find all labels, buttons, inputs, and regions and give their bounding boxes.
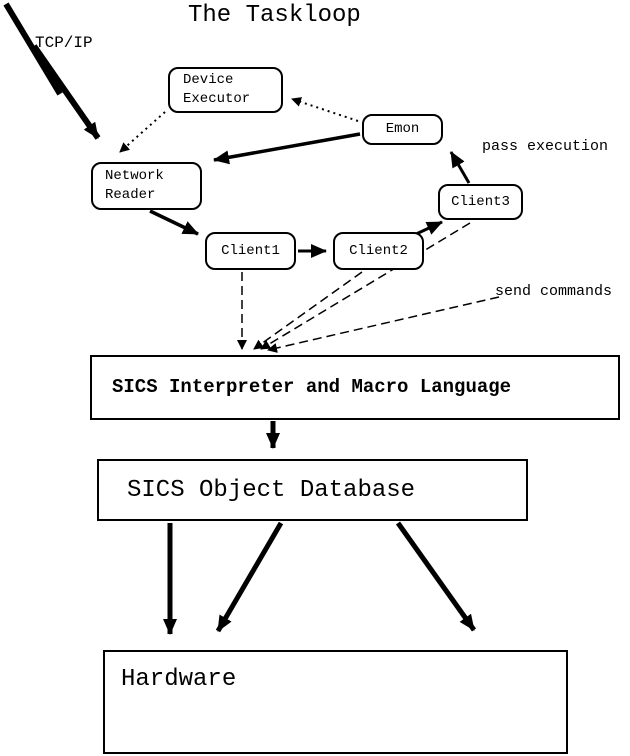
node-network-reader: Network Reader: [91, 162, 202, 210]
node-network-reader-line2: Reader: [105, 187, 156, 203]
node-sics-object-database-label: SICS Object Database: [127, 476, 416, 504]
node-device-executor-line1: Device: [183, 72, 234, 88]
arrow-client3-to-emon-pass-execution: [449, 151, 471, 184]
arrow-send-commands-to-interpreter: [267, 296, 500, 353]
node-client3-label: Client3: [451, 193, 510, 210]
arrow-network-reader-to-client1: [149, 209, 199, 236]
node-client1-label: Client1: [221, 242, 280, 259]
node-emon-label: Emon: [385, 121, 420, 137]
node-client1: Client1: [205, 232, 296, 270]
arrow-database-to-hardware-middle: [215, 521, 284, 633]
node-client2-label: Client2: [349, 242, 408, 259]
node-device-executor-line2: Executor: [183, 91, 251, 107]
arrow-client2-to-interpreter: [253, 271, 363, 350]
node-sics-interpreter-label: SICS Interpreter and Macro Language: [112, 376, 512, 398]
node-hardware: Hardware: [103, 650, 568, 754]
node-hardware-label: Hardware: [121, 666, 237, 693]
arrow-database-to-hardware-right: [395, 521, 477, 632]
node-device-executor: Device Executor: [168, 67, 283, 113]
send-commands-label: send commands: [495, 283, 613, 300]
arrow-client3-to-interpreter: [260, 222, 471, 350]
node-client3: Client3: [438, 184, 523, 220]
diagram-title: The Taskloop: [188, 2, 361, 29]
node-sics-interpreter: SICS Interpreter and Macro Language: [90, 355, 620, 420]
node-emon: Emon: [362, 114, 443, 145]
tcpip-arrow-to-network-reader: [31, 44, 101, 140]
arrow-device-executor-to-network-reader: [119, 111, 166, 153]
arrow-emon-to-device-executor: [291, 97, 359, 122]
pass-execution-label: pass execution: [482, 138, 609, 155]
arrow-emon-to-network-reader: [213, 132, 361, 165]
node-sics-object-database: SICS Object Database: [97, 459, 528, 521]
node-network-reader-line1: Network: [105, 168, 164, 184]
tcpip-label: TCP/IP: [35, 34, 93, 52]
node-client2: Client2: [333, 232, 424, 270]
